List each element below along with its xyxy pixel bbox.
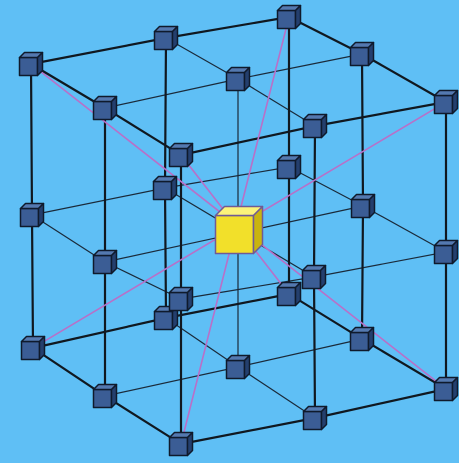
lattice-edge [164,292,291,320]
lattice-node-m4 [92,249,118,275]
lattice-edge-inner [104,78,239,109]
lattice-edge [360,52,365,208]
lattice-edge [164,15,291,40]
lattice-edge-inner [104,261,182,300]
lattice-node-m2 [152,175,178,201]
lattice-edge [360,52,448,104]
lattice-edge [30,213,35,350]
lattice-edge-inner [165,317,239,368]
lattice-node-b3 [276,281,302,307]
lattice-node-b9 [433,376,459,402]
lattice-node-t6 [349,41,375,67]
lattice-edge [103,394,183,446]
lattice-edge-inner [104,366,239,397]
lattice-edge-inner [31,187,166,216]
lattice-edge-inner [237,53,363,80]
lattice-edge [287,292,364,341]
lattice-edge [31,346,107,398]
center-node [214,205,264,255]
lattice-edge [313,387,448,420]
lattice-edge [163,186,168,320]
lattice-edge [29,62,34,217]
lattice-edge [29,36,168,66]
lattice-edge-inner [362,205,447,253]
lattice-node-t7 [168,142,194,168]
lattice-node-m6 [168,286,194,312]
lattice-edge-inner [180,276,315,300]
lattice-edge [179,124,317,157]
lattice-node-m8 [433,239,459,265]
lattice-node-m1 [19,202,45,228]
lattice-edge [103,106,183,157]
lattice-node-m5 [350,193,376,219]
lattice-edge-inner [237,78,316,127]
lattice-edge [312,124,317,279]
lattice-edge [360,204,365,341]
lattice-node-t3 [276,4,302,30]
lattice-edge-inner [288,166,364,207]
lattice-node-b7 [168,431,194,457]
lattice-node-t4 [92,95,118,121]
lattice-nodes-front [18,51,459,457]
lattice-edge-inner [313,251,447,278]
lattice-edge [31,316,168,350]
lattice-node-b8 [302,405,328,431]
lattice-node-t1 [18,51,44,77]
lattice-edge [360,337,448,391]
lattice-edge [312,275,317,420]
lattice-edge-inner [237,338,363,368]
lattice-edges [29,15,448,446]
lattice-edge [29,62,107,110]
lattice-node-t2 [153,25,179,51]
lattice-node-m7 [301,264,327,290]
lattice-node-b6 [349,326,375,352]
lattice-edge [163,36,168,190]
lattice-edge [313,100,448,128]
lattice-node-t8 [302,113,328,139]
lattice-node-b1 [20,335,46,361]
lattice-node-t5 [225,66,251,92]
lattice-edge-inner [237,366,316,419]
lattice-node-b5 [225,354,251,380]
lattice-edge-inner [31,214,106,263]
center-node-cube [214,205,264,255]
lattice-node-m3 [276,154,302,180]
lattice-node-t9 [433,89,459,115]
lattice-edge [179,416,317,446]
lattice-node-b4 [92,383,118,409]
lattice-nodes-back [152,4,376,380]
